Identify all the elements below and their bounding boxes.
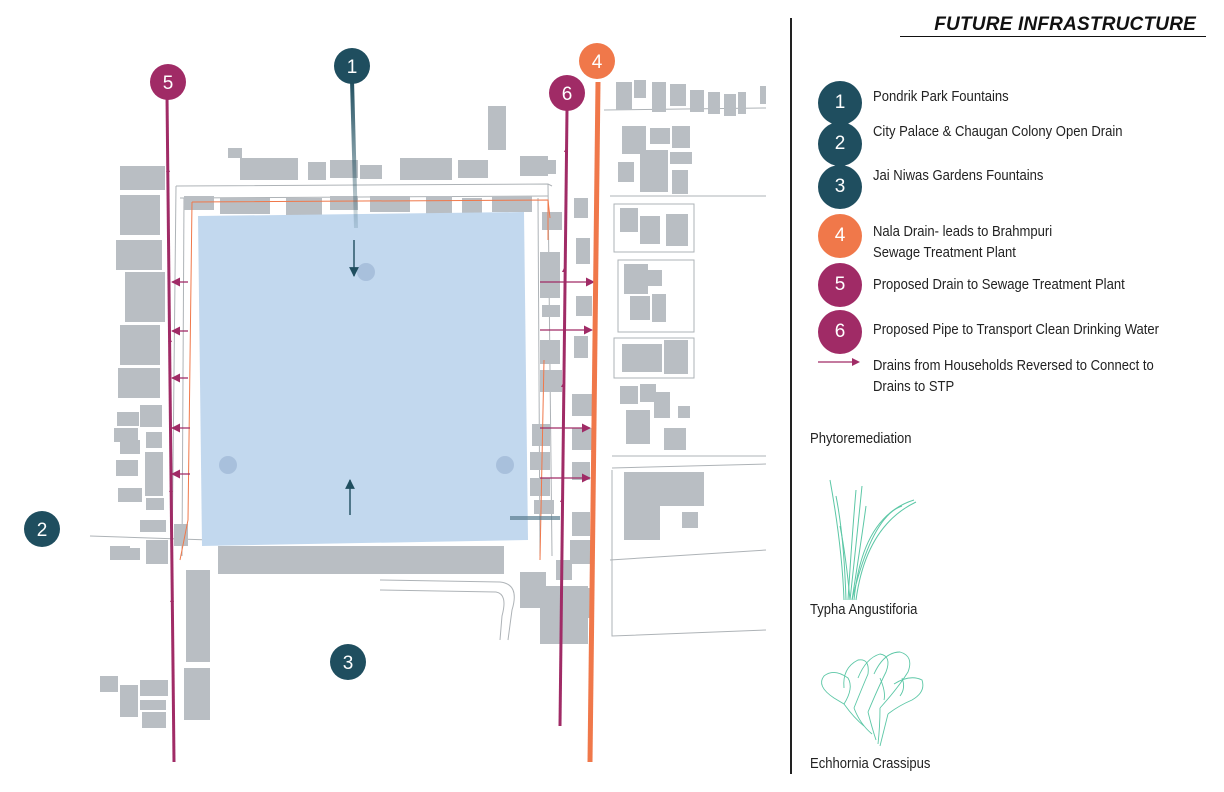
panel-divider: [790, 18, 792, 774]
legend-text-3: Jai Niwas Gardens Fountains: [873, 166, 1043, 187]
legend-item-arrows: Drains from Households Reversed to Conne…: [818, 356, 1185, 398]
marker-4: 4: [579, 43, 615, 79]
site-map: 1 2 3 4 5 6: [24, 43, 767, 763]
marker-1: 1: [334, 48, 370, 84]
legend-text-1: Pondrik Park Fountains: [873, 87, 1009, 108]
marker-5: 5: [150, 64, 186, 100]
legend-title: FUTURE INFRASTRUCTURE: [934, 14, 1196, 35]
legend-badge-1: 1: [818, 81, 862, 125]
map-markers: 1 2 3 4 5 6: [24, 43, 615, 680]
marker-4-label: 4: [592, 52, 603, 73]
pipe-4-nala: [587, 81, 601, 763]
legend-badge-4: 4: [818, 214, 862, 258]
legend-item-6: 6 Proposed Pipe to Transport Clean Drink…: [818, 310, 1191, 354]
marker-2-label: 2: [37, 520, 48, 541]
legend-line: Drains to STP: [873, 379, 955, 395]
orange-drain-network: [179, 199, 551, 561]
water-hyacinth-icon: [821, 651, 924, 747]
teal-fountain-lines: [56, 79, 560, 645]
legend-text-6: Proposed Pipe to Transport Clean Drinkin…: [873, 320, 1159, 341]
legend-text-arrows: Drains from Households Reversed to Conne…: [873, 356, 1154, 398]
legend-item-5: 5 Proposed Drain to Sewage Treatment Pla…: [818, 263, 1153, 307]
legend-badge-6: 6: [818, 310, 862, 354]
fountain-dots: [219, 263, 514, 474]
legend-line: Sewage Treatment Plant: [873, 245, 1016, 261]
legend-item-3: 3 Jai Niwas Gardens Fountains: [818, 165, 1062, 209]
legend-item-2: 2 City Palace & Chaugan Colony Open Drai…: [818, 122, 1150, 166]
phytoremediation-heading: Phytoremediation: [810, 431, 912, 447]
legend-item-1: 1 Pondrik Park Fountains: [818, 81, 1024, 125]
legend-badge-2: 2: [818, 122, 862, 166]
marker-3-label: 3: [343, 653, 354, 674]
marker-2: 2: [24, 511, 60, 547]
magenta-arrow-icon: [818, 358, 860, 366]
legend-text-5: Proposed Drain to Sewage Treatment Plant: [873, 275, 1125, 296]
legend-badge-5: 5: [818, 263, 862, 307]
legend-line: Nala Drain- leads to Brahmpuri: [873, 224, 1053, 240]
main-pipes: [165, 81, 601, 763]
legend-item-4: 4 Nala Drain- leads to Brahmpuri Sewage …: [818, 214, 1072, 264]
marker-5-label: 5: [163, 73, 174, 94]
legend-text-4: Nala Drain- leads to Brahmpuri Sewage Tr…: [873, 222, 1052, 264]
legend-text-2: City Palace & Chaugan Colony Open Drain: [873, 122, 1123, 143]
legend-line: City Palace & Chaugan Colony Open Drain: [873, 124, 1123, 140]
marker-6-label: 6: [562, 84, 573, 105]
legend-badge-3: 3: [818, 165, 862, 209]
central-water-body: [198, 212, 528, 546]
marker-6: 6: [549, 75, 585, 111]
plant-name-typha: Typha Angustiforia: [810, 602, 918, 618]
legend-line: Jai Niwas Gardens Fountains: [873, 168, 1044, 184]
marker-1-label: 1: [347, 57, 358, 78]
legend-line: Pondrik Park Fountains: [873, 89, 1009, 105]
legend-line: Proposed Drain to Sewage Treatment Plant: [873, 277, 1125, 293]
marker-3: 3: [330, 644, 366, 680]
plant-name-echhornia: Echhornia Crassipus: [810, 756, 931, 772]
title-underline: [900, 36, 1206, 37]
reed-plant-icon: [829, 479, 917, 601]
legend-line: Drains from Households Reversed to Conne…: [873, 358, 1154, 374]
buildings: [100, 80, 766, 728]
legend-line: Proposed Pipe to Transport Clean Drinkin…: [873, 322, 1160, 338]
